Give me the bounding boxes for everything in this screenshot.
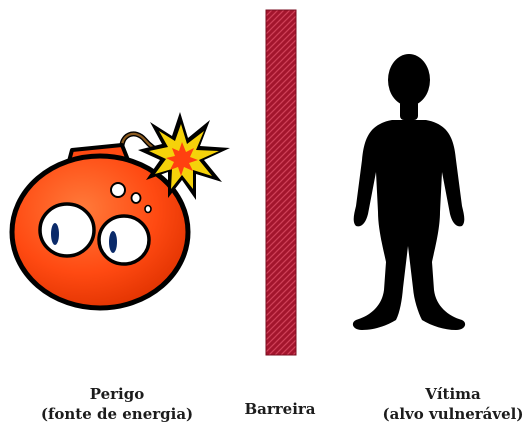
barrier-caption: Barreira	[230, 399, 330, 419]
victim-subtitle: (alvo vulnerável)	[378, 404, 528, 424]
danger-title: Perigo	[32, 384, 202, 404]
danger-caption: Perigo (fonte de energia)	[32, 384, 202, 424]
barrier-title: Barreira	[230, 399, 330, 419]
safety-diagram-illustration	[0, 0, 531, 380]
barrier-wall	[266, 10, 296, 355]
person-silhouette-icon	[353, 54, 465, 330]
victim-title: Vítima	[378, 384, 528, 404]
danger-subtitle: (fonte de energia)	[32, 404, 202, 424]
victim-caption: Vítima (alvo vulnerável)	[378, 384, 528, 424]
